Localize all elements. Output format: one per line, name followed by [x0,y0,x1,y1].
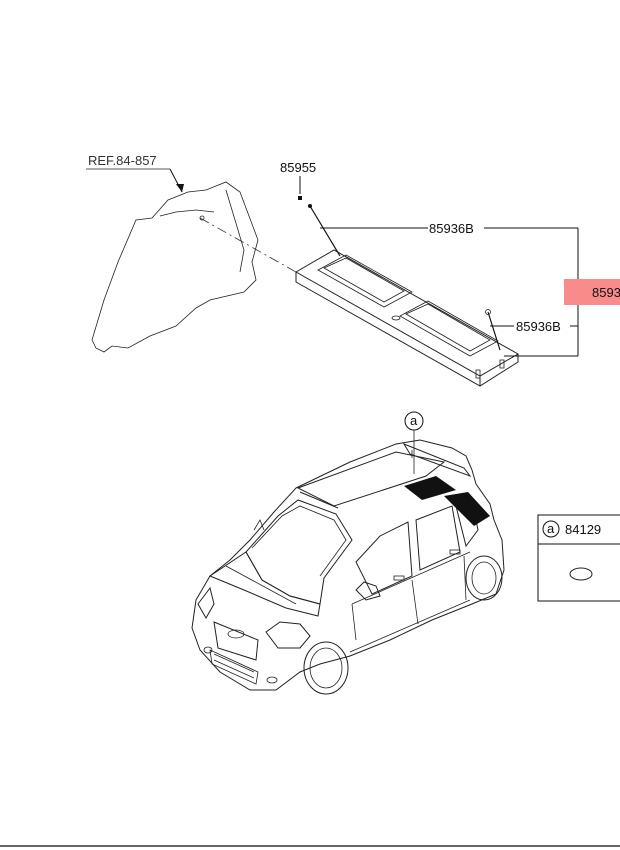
car-callout-a[interactable]: a [404,411,424,474]
ref-label[interactable]: REF.84-857 [88,153,157,168]
part-85955-label[interactable]: 85955 [280,160,316,175]
screw-bottom [485,309,501,351]
screw-head-icon [485,309,491,315]
callout-a-box-label: a [547,521,555,536]
arrow-head-icon [176,184,184,192]
rear-window-pad [444,492,490,526]
circle-letter-a-icon [542,520,560,538]
part-85936b-top-label[interactable]: 85936B [429,221,474,236]
car-illustration [191,439,505,695]
cargo-tray [294,249,520,387]
rear-roof-pad [404,476,456,500]
part-8593-label[interactable]: 8593 [592,285,620,300]
highlight-box[interactable] [564,279,620,305]
clip-icon[interactable] [298,196,302,200]
assembly-dash-line [199,217,297,273]
oval-plug-icon [569,567,593,581]
screw-head-icon [308,204,312,208]
leaders-85936b [320,227,590,357]
quarter-trim-panel [91,181,259,353]
part-84129-label[interactable]: 84129 [565,522,601,537]
highlighted-part-tag[interactable]: 8593 [564,279,620,305]
clip-85955[interactable] [298,176,302,200]
ref-label-group[interactable]: REF.84-857 [86,153,184,193]
part-85936b-bottom-label[interactable]: 85936B [516,319,561,334]
callout-a-car-label: a [410,413,418,428]
screw-top [308,204,341,257]
detail-box-84129[interactable]: a 84129 [537,514,620,602]
